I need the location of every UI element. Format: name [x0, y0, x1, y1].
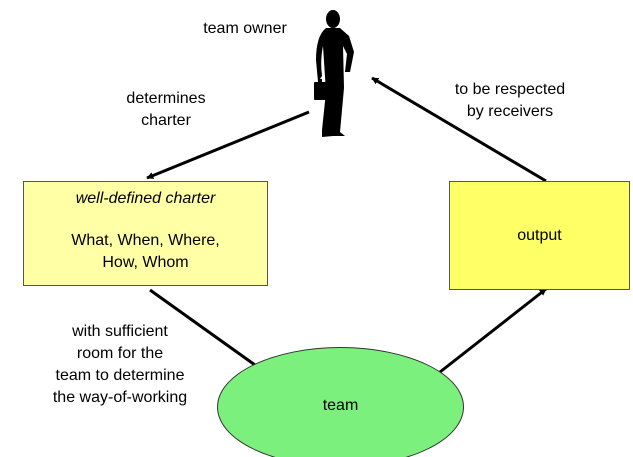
charter-title: well-defined charter: [75, 190, 216, 207]
room-line-2: room for the: [76, 345, 164, 362]
determines-charter-label: determines charter: [106, 88, 226, 132]
charter-body-line-1: What, When, Where,: [71, 232, 220, 249]
arrow-output-to-owner: [371, 76, 547, 183]
charter-box: well-defined charter What, When, Where, …: [23, 181, 268, 286]
output-box: output: [449, 181, 630, 290]
room-line-1: with sufficient: [72, 323, 168, 340]
arrow-team-to-output: [439, 287, 547, 374]
charter-body-line-2: How, Whom: [102, 254, 189, 271]
team-node: team: [217, 347, 464, 457]
determines-line-1: determines: [126, 90, 206, 107]
arrow-charter-to-team: [149, 288, 263, 372]
determines-line-2: charter: [141, 112, 191, 129]
room-line-4: the way-of-working: [52, 389, 188, 406]
respected-line-1: to be respected: [454, 81, 566, 98]
room-line-3: team to determine: [55, 367, 185, 384]
output-label: output: [517, 227, 562, 244]
team-owner-label: team owner: [203, 20, 287, 37]
room-label: with sufficient room for the team to det…: [40, 321, 200, 409]
arrow-owner-to-charter: [146, 110, 310, 180]
respected-line-2: by receivers: [466, 103, 554, 120]
team-label: team: [322, 397, 359, 414]
respected-label: to be respected by receivers: [430, 79, 590, 123]
charter-body: What, When, Where, How, Whom: [24, 230, 267, 274]
businessman-with-briefcase-icon: [314, 10, 354, 137]
